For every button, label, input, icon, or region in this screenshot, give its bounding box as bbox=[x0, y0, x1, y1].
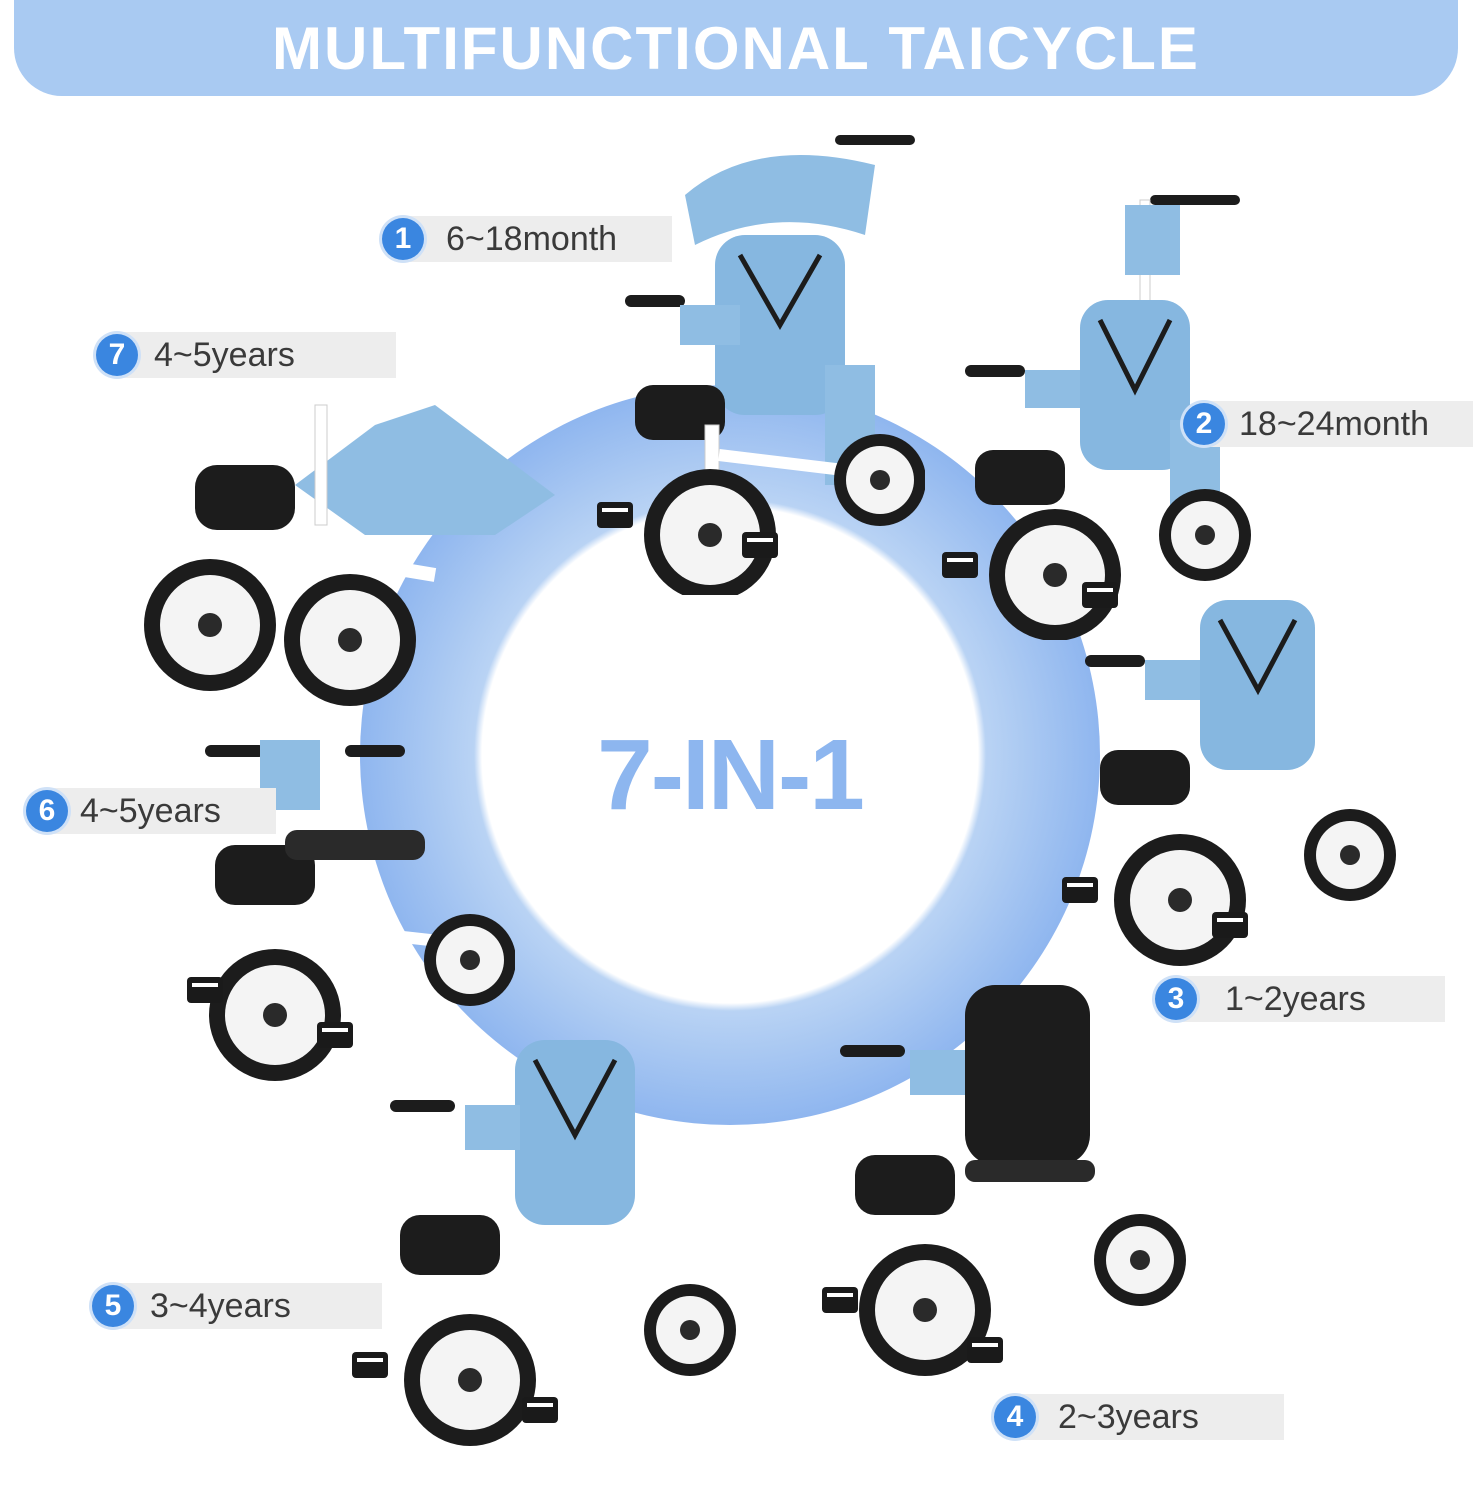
page-title: MULTIFUNCTIONAL TAICYCLE bbox=[272, 14, 1200, 82]
stage-7-label: 7 4~5years bbox=[96, 332, 396, 378]
stage-3-bar bbox=[1183, 976, 1445, 1022]
stage-1-number-badge: 1 bbox=[382, 218, 424, 260]
stage-1-label: 1 6~18month bbox=[382, 216, 672, 262]
trike-stage-5 bbox=[352, 1040, 736, 1446]
stage-2-number-badge: 2 bbox=[1183, 403, 1225, 445]
stage-4-number-badge: 4 bbox=[994, 1396, 1036, 1438]
title-banner: MULTIFUNCTIONAL TAICYCLE bbox=[14, 0, 1458, 96]
stage-5-label: 5 3~4years bbox=[92, 1283, 382, 1329]
trike-stage-3 bbox=[1062, 600, 1396, 966]
stage-4-age: 2~3years bbox=[1058, 1397, 1199, 1436]
stage-7-age: 4~5years bbox=[154, 335, 295, 374]
stage-7-number-badge: 7 bbox=[96, 334, 138, 376]
stage-6-age: 4~5years bbox=[80, 791, 221, 830]
trike-stage-1 bbox=[597, 135, 925, 595]
stage-5-bar bbox=[120, 1283, 382, 1329]
stage-1-age: 6~18month bbox=[446, 219, 618, 258]
stage-5-age: 3~4years bbox=[150, 1286, 291, 1325]
stage-5-number-badge: 5 bbox=[92, 1285, 134, 1327]
center-label: 7-IN-1 bbox=[597, 719, 865, 831]
stage-2-age: 18~24month bbox=[1239, 404, 1429, 443]
trike-stage-4 bbox=[822, 985, 1186, 1376]
stage-3-age: 1~2years bbox=[1225, 979, 1366, 1018]
stage-4-bar bbox=[1022, 1394, 1284, 1440]
stage-2-bar bbox=[1211, 401, 1473, 447]
stage-6-bar bbox=[54, 788, 276, 834]
stage-6-label: 6 4~5years bbox=[26, 788, 276, 834]
stage-3-label: 3 1~2years bbox=[1155, 976, 1445, 1022]
stage-7-bar bbox=[124, 332, 396, 378]
trike-stage-7 bbox=[144, 404, 555, 706]
stage-1-bar bbox=[410, 216, 672, 262]
stage-2-label: 2 18~24month bbox=[1183, 401, 1473, 447]
stage-3-number-badge: 3 bbox=[1155, 978, 1197, 1020]
trike-stage-6 bbox=[187, 740, 515, 1081]
stage-6-number-badge: 6 bbox=[26, 790, 68, 832]
stage-4-label: 4 2~3years bbox=[994, 1394, 1284, 1440]
